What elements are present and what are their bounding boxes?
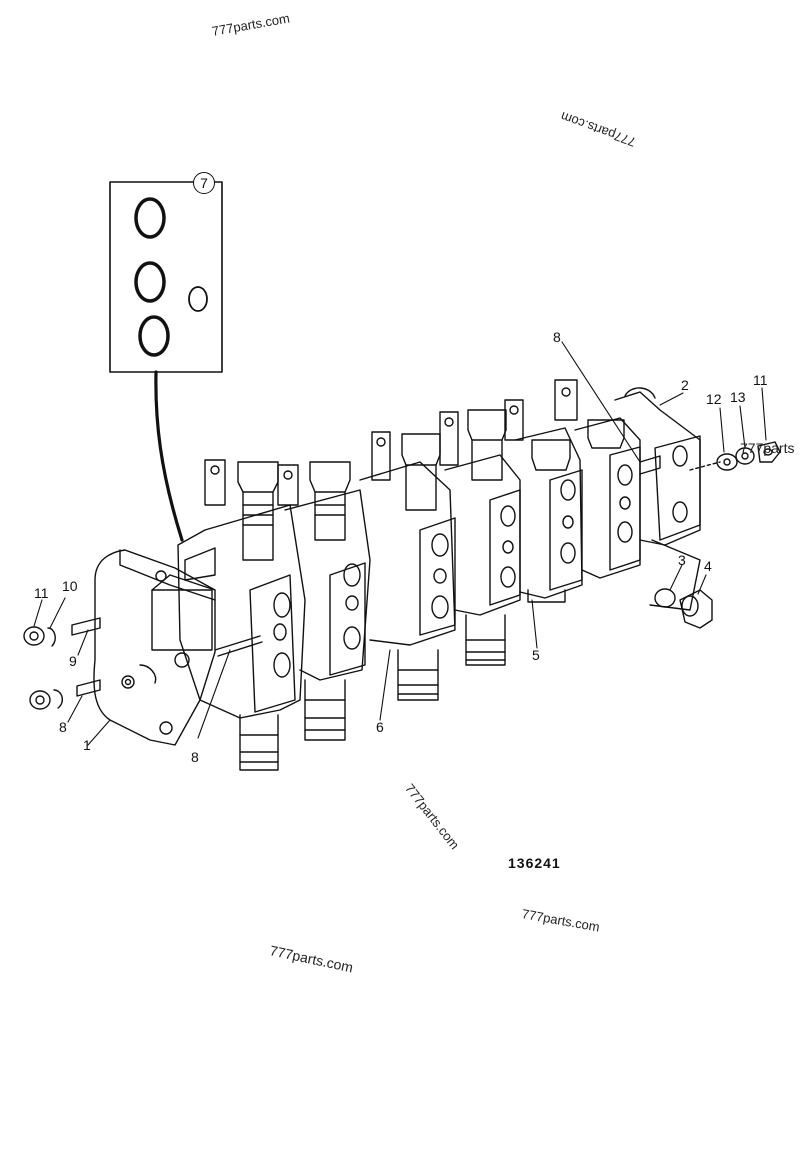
callout-8-bottom: 8 xyxy=(191,749,199,765)
figure-number: 136241 xyxy=(508,855,561,871)
callout-12: 12 xyxy=(706,391,722,407)
watermark-right: 777parts xyxy=(740,440,795,456)
callout-3: 3 xyxy=(678,552,686,568)
callout-6: 6 xyxy=(376,719,384,735)
callout-11-right: 11 xyxy=(753,372,768,388)
valve-sections xyxy=(177,387,701,719)
callout-13: 13 xyxy=(730,389,746,405)
callout-8-top: 8 xyxy=(553,329,561,345)
callout-10: 10 xyxy=(62,578,78,594)
callout-7-kit: 7 xyxy=(193,172,215,194)
fasteners-left xyxy=(23,626,64,710)
callout-9: 9 xyxy=(69,653,77,669)
callout-4: 4 xyxy=(704,558,712,574)
callout-5: 5 xyxy=(532,647,540,663)
end-cover xyxy=(93,549,216,746)
callout-8-left: 8 xyxy=(59,719,67,735)
callout-11-left: 11 xyxy=(34,585,49,601)
leader-lines xyxy=(33,341,767,746)
spool-caps-top xyxy=(204,379,625,561)
seal-kit-box xyxy=(109,181,223,373)
tie-rods xyxy=(71,455,661,697)
kit-leader-line xyxy=(154,370,184,542)
callout-1: 1 xyxy=(83,737,91,753)
spool-ends-bottom xyxy=(239,589,566,771)
callout-2: 2 xyxy=(681,377,689,393)
